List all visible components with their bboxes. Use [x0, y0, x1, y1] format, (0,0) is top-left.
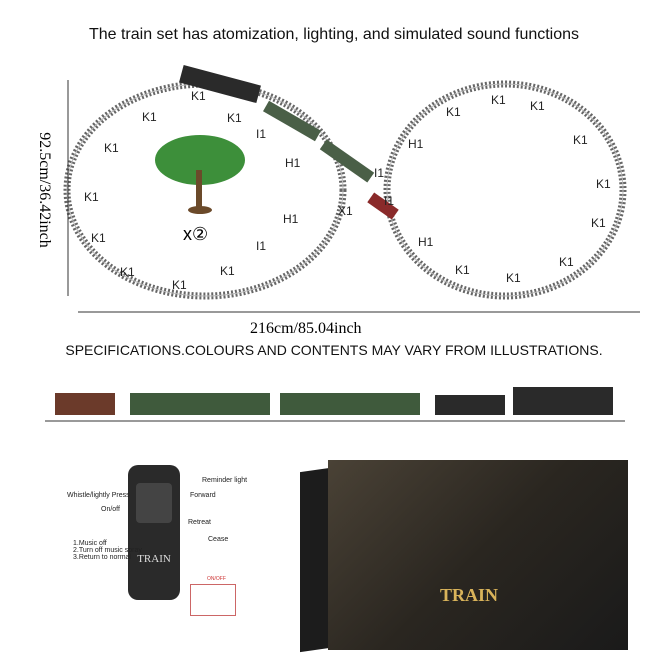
track-label-short: I1 — [374, 166, 384, 180]
width-dimension: 216cm/85.04inch — [250, 320, 362, 337]
track-label-curve: K1 — [104, 141, 119, 155]
switch-label: ON/OFF — [207, 576, 226, 582]
track-label-short: I1 — [256, 127, 266, 141]
track-label-curve: K1 — [220, 264, 235, 278]
track-label-curve: K1 — [91, 231, 106, 245]
product-box: TRAIN — [300, 460, 630, 655]
function-3: 3.Return to normal — [73, 554, 131, 561]
track-label-curve: K1 — [191, 89, 206, 103]
coach-car — [130, 393, 270, 415]
retreat-label: Retreat — [188, 519, 211, 526]
track-label-curve: K1 — [491, 93, 506, 107]
track-label-straight: H1 — [408, 137, 424, 151]
train-cars-lineup — [45, 387, 625, 422]
locomotive — [513, 387, 613, 415]
track-label-straight: H1 — [285, 156, 301, 170]
locomotive — [179, 64, 261, 104]
track-label-curve: K1 — [596, 177, 611, 191]
track-label-curve: K1 — [172, 278, 187, 292]
tree-icon — [155, 135, 245, 214]
track-label-straight: H1 — [283, 212, 299, 226]
remote-brand: TRAIN — [137, 553, 171, 565]
track-label-short: I1 — [384, 194, 394, 208]
forward-label: Forward — [190, 492, 216, 499]
track-label-curve: K1 — [120, 265, 135, 279]
onoff-label: On/off — [101, 506, 120, 513]
coach-car — [263, 100, 321, 142]
headline: The train set has atomization, lighting,… — [88, 26, 580, 43]
track-label-curve: K1 — [84, 190, 99, 204]
reminder-light-label: Reminder light — [202, 477, 248, 484]
box-brand: TRAIN — [440, 585, 499, 605]
track-label-straight: H1 — [418, 235, 434, 249]
whistle-label: Whistle/lightly Press — [67, 492, 130, 499]
track-label-curve: K1 — [573, 133, 588, 147]
coach-car — [319, 139, 375, 183]
tree-count: x② — [183, 224, 208, 244]
track-label-curve: K1 — [530, 99, 545, 113]
coach-car — [280, 393, 420, 415]
track-label-curve: K1 — [227, 111, 242, 125]
remote-buttons[interactable] — [136, 483, 172, 523]
height-dimension: 92.5cm/36.42inch — [36, 132, 53, 248]
tender — [435, 395, 505, 415]
cease-label: Cease — [208, 536, 229, 543]
track-label-curve: K1 — [559, 255, 574, 269]
switch-diagram — [190, 584, 236, 616]
specification-note: SPECIFICATIONS.COLOURS AND CONTENTS MAY … — [65, 342, 603, 358]
track-label-cross: X1 — [338, 204, 353, 218]
track-label-curve: K1 — [142, 110, 157, 124]
track-label-curve: K1 — [446, 105, 461, 119]
track-label-short: I1 — [256, 239, 266, 253]
remote-control: TRAIN — [128, 465, 180, 600]
track-label-curve: K1 — [455, 263, 470, 277]
caboose — [367, 192, 399, 220]
function-2: 2.Turn off music spray — [73, 547, 142, 554]
caboose — [55, 393, 115, 415]
track-label-curve: K1 — [591, 216, 606, 230]
function-1: 1.Music off — [73, 540, 107, 547]
track-label-curve: K1 — [506, 271, 521, 285]
